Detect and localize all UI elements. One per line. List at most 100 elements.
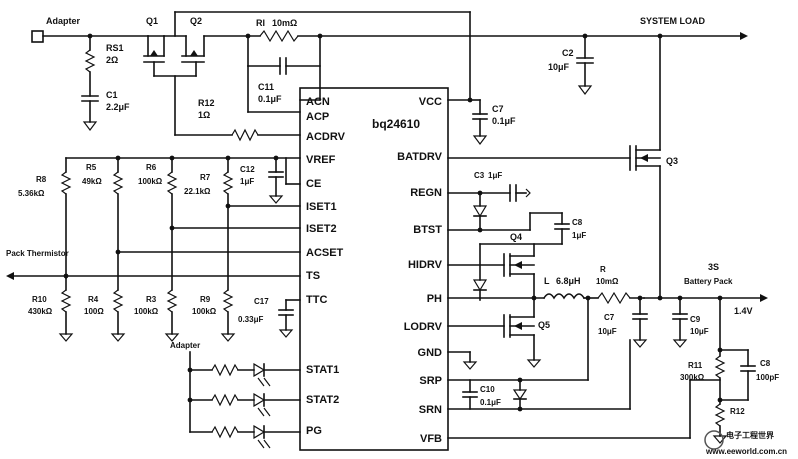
rs1-resistor — [84, 49, 96, 73]
r12-branch: R12 1Ω — [198, 98, 301, 142]
r7-ref: R7 — [200, 173, 211, 182]
pin-gnd: GND — [418, 347, 443, 359]
bq24610-ic: bq24610 ACN ACP ACDRV VREF CE ISET1 ISET… — [299, 87, 449, 451]
battery-cells-label: 3S — [708, 262, 719, 272]
led-pg-icon — [253, 424, 266, 440]
btst-c8: C8 1μF — [447, 212, 586, 301]
q1-q2-mosfets: Q1 Q2 — [143, 11, 471, 136]
inductor-ref: L — [544, 276, 550, 286]
c10-ref: C10 — [480, 385, 495, 394]
vfb-feedback-network: R11 300kΩ R12 C8 100pF — [447, 295, 779, 444]
q2-ref: Q2 — [190, 16, 202, 26]
inductor-value: 6.8μH — [556, 276, 581, 286]
r8-value: 5.36kΩ — [18, 189, 45, 198]
r12-fb-resistor — [714, 403, 726, 427]
battery-voltage-label: 1.4V — [734, 306, 753, 316]
pin-stat1: STAT1 — [306, 364, 339, 376]
pin-iset1: ISET1 — [306, 201, 337, 213]
system-load-arrow — [740, 32, 748, 40]
c17-value: 0.33μF — [238, 315, 263, 324]
c1-value: 2.2μF — [106, 102, 130, 112]
r5-ref: R5 — [86, 163, 97, 172]
pin-srn: SRN — [419, 404, 442, 416]
r3-value: 100kΩ — [134, 307, 159, 316]
r9-value: 100kΩ — [192, 307, 217, 316]
c9-value: 10μF — [690, 327, 709, 336]
gnd-connection — [447, 351, 478, 370]
c7-out-ref: C7 — [604, 313, 615, 322]
c8-fb-ref: C8 — [760, 359, 771, 368]
bootstrap-diode-icon — [472, 205, 488, 218]
c7-value: 0.1μF — [492, 116, 516, 126]
c3-ref: C3 — [474, 171, 485, 180]
r10-value: 430kΩ — [28, 307, 53, 316]
r12-value: 1Ω — [198, 110, 210, 120]
pin-acn: ACN — [306, 96, 330, 108]
ri-value: 10mΩ — [272, 18, 297, 28]
q5-ref: Q5 — [538, 320, 550, 330]
battery-pack-arrow — [760, 294, 768, 302]
rs1-c1-branch: RS1 2Ω C1 2.2μF — [81, 33, 130, 131]
watermark-logo-icon — [704, 430, 724, 450]
c3-value: 1μF — [488, 171, 502, 180]
r3-ref: R3 — [146, 295, 157, 304]
c9-ref: C9 — [690, 315, 701, 324]
pin-ph: PH — [427, 293, 442, 305]
pack-thermistor-label: Pack Thermistor — [6, 249, 69, 258]
schottky-diode-icon — [472, 279, 488, 292]
status-led-network: Adapter — [170, 341, 301, 449]
rsense-value: 10mΩ — [596, 277, 619, 286]
c8-btst-value: 1μF — [572, 231, 586, 240]
lower-resistor-network: R10 430kΩ R4 100Ω R3 100kΩ R9 100kΩ C17 … — [28, 289, 301, 342]
q1-ref: Q1 — [146, 16, 158, 26]
pin-regn: REGN — [410, 187, 442, 199]
pin-acp: ACP — [306, 111, 329, 123]
pin-vcc: VCC — [419, 96, 442, 108]
rsense-resistor — [597, 291, 631, 305]
pin-acset: ACSET — [306, 247, 344, 259]
pin-acdrv: ACDRV — [306, 131, 346, 143]
c17-ref: C17 — [254, 297, 269, 306]
c2-branch: C2 10μF — [548, 33, 594, 95]
pin-iset2: ISET2 — [306, 223, 337, 235]
c1-ref: C1 — [106, 90, 118, 100]
batfet-q3: Q3 — [447, 33, 678, 299]
r11-value: 300kΩ — [680, 373, 705, 382]
r11-ref: R11 — [688, 361, 703, 370]
ts-thermistor-net: Pack Thermistor — [6, 249, 301, 291]
battery-pack-label: Battery Pack — [684, 277, 733, 286]
pin-btst: BTST — [413, 224, 442, 236]
ic-right-pins: VCC BATDRV REGN BTST HIDRV PH LODRV GND … — [397, 96, 442, 445]
pin-pg: PG — [306, 425, 322, 437]
c8-btst-ref: C8 — [572, 218, 583, 227]
c8-fb-value: 100pF — [756, 373, 779, 382]
vref-divider-network: R8 5.36kΩ R5 49kΩ R6 100kΩ R7 22.1kΩ C12… — [18, 155, 301, 291]
c10-value: 0.1μF — [480, 398, 501, 407]
pin-hidrv: HIDRV — [408, 259, 443, 271]
c7-vcc-cap: C7 0.1μF — [467, 97, 516, 145]
pin-ce: CE — [306, 178, 321, 190]
led-stat2-icon — [253, 392, 266, 408]
pin-vfb: VFB — [420, 433, 442, 445]
rs1-ref: RS1 — [106, 43, 124, 53]
current-sense-network: C10 0.1μF — [447, 297, 645, 412]
r4-ref: R4 — [88, 295, 99, 304]
r10-ref: R10 — [32, 295, 47, 304]
watermark-logo: 电子工程世界 www.eeworld.com.cn — [704, 430, 787, 456]
watermark-url: www.eeworld.com.cn — [705, 447, 787, 456]
r6-ref: R6 — [146, 163, 157, 172]
ic-left-pins: ACN ACP ACDRV VREF CE ISET1 ISET2 ACSET … — [306, 96, 346, 437]
adapter-label: Adapter — [46, 16, 81, 26]
c2-value: 10μF — [548, 62, 570, 72]
pin-ttc: TTC — [306, 294, 327, 306]
adapter-pullup-label: Adapter — [170, 341, 200, 350]
ri-resistor — [259, 29, 299, 43]
c12-ref: C12 — [240, 165, 255, 174]
watermark-zh: 电子工程世界 — [726, 430, 775, 440]
pin-vref: VREF — [306, 154, 336, 166]
pin-ts: TS — [306, 270, 320, 282]
pin-srp: SRP — [419, 375, 442, 387]
c11-value: 0.1μF — [258, 94, 282, 104]
r12-ref: R12 — [198, 98, 215, 108]
